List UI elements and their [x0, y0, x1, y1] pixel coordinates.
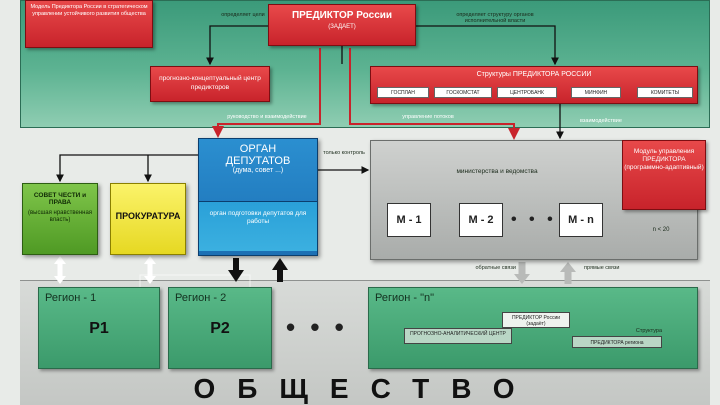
region-1-box: Регион - 1 P1	[38, 287, 160, 369]
region-2-title: Регион - 2	[175, 292, 227, 304]
org-centrobank: ЦЕНТРОБАНК	[497, 87, 557, 98]
region-n-title: Регион - "n"	[375, 292, 435, 304]
flow-control-label: управление потоков	[402, 114, 454, 120]
goals-label: определяет цели	[221, 12, 265, 18]
org-committees: КОМИТЕТЫ	[637, 87, 693, 98]
region-predictor-box: ПРЕДИКТОР России (задаёт)	[502, 312, 570, 328]
region-2-box: Регион - 2 P2	[168, 287, 272, 369]
regions-dots: • • •	[286, 312, 348, 342]
predictor-structures-box: Структуры ПРЕДИКТОРА РОССИИ ГОСПЛАН ГОСК…	[370, 66, 698, 104]
interaction-label: взаимодействие	[580, 118, 622, 124]
organ-subtitle: (дума, совет ...)	[232, 167, 284, 174]
ministry-n: М - n	[559, 203, 603, 237]
region-center-box: ПРОГНОЗНО-АНАЛИТИЧЕСКИЙ ЦЕНТР	[404, 328, 512, 344]
direct-label: прямые связи	[584, 265, 620, 271]
structure-label: определяет структуру органов исполнитель…	[456, 12, 534, 24]
forecast-center-box: прогнозно-концептуальный центр предиктор…	[150, 66, 270, 102]
society-label: ОБЩЕСТВО	[193, 373, 537, 404]
region-2-code: P2	[210, 320, 230, 337]
organ-title-2: ДЕПУТАТОВ	[225, 155, 291, 167]
region-1-code: P1	[89, 320, 109, 337]
ministry-2: М - 2	[459, 203, 503, 237]
structures-title: Структуры ПРЕДИКТОРА РОССИИ	[476, 71, 592, 78]
predictor-title: ПРЕДИКТОР России	[291, 10, 393, 21]
guide-label: руководство и взаимодействие	[227, 114, 307, 120]
org-minfin: МИНФИН	[571, 87, 621, 98]
honor-council-subtitle: (высшая нравственная власть)	[27, 210, 93, 223]
honor-council-box: СОВЕТ ЧЕСТИ и ПРАВА (высшая нравственная…	[22, 183, 98, 255]
org-goskomstat: ГОСКОМСТАТ	[434, 87, 492, 98]
organ-title-1: ОРГАН	[239, 143, 277, 155]
predictor-module-box: Модуль управления ПРЕДИКТОРА (программно…	[622, 140, 706, 210]
ministry-1: М - 1	[387, 203, 431, 237]
region-structure-title: Структура	[635, 328, 662, 334]
honor-council-title: СОВЕТ ЧЕСТИ и ПРАВА	[33, 192, 87, 206]
only-control-label: только контроль	[323, 150, 365, 156]
org-gosplan: ГОСПЛАН	[377, 87, 429, 98]
predictor-subtitle: (ЗАДАЕТ)	[328, 24, 356, 30]
predictor-russia-box: ПРЕДИКТОР России (ЗАДАЕТ)	[268, 4, 416, 46]
region-structure-box: ПРЕДИКТОРА региона	[572, 336, 662, 348]
n-limit-label: n < 20	[652, 227, 670, 233]
region-1-title: Регион - 1	[45, 292, 97, 304]
model-note: Модель Предиктора России в стратегическо…	[25, 0, 153, 48]
deputies-organ-box: ОРГАН ДЕПУТАТОВ (дума, совет ...) орган …	[198, 138, 318, 256]
prosecutor-box: ПРОКУРАТУРА	[110, 183, 186, 255]
ministries-label: министерства и ведомства	[456, 168, 538, 175]
feedback-label: обратные связи	[475, 265, 517, 271]
ministry-dots: • • •	[511, 211, 557, 228]
deputies-training-organ: орган подготовки депутатов для работы	[199, 201, 317, 251]
